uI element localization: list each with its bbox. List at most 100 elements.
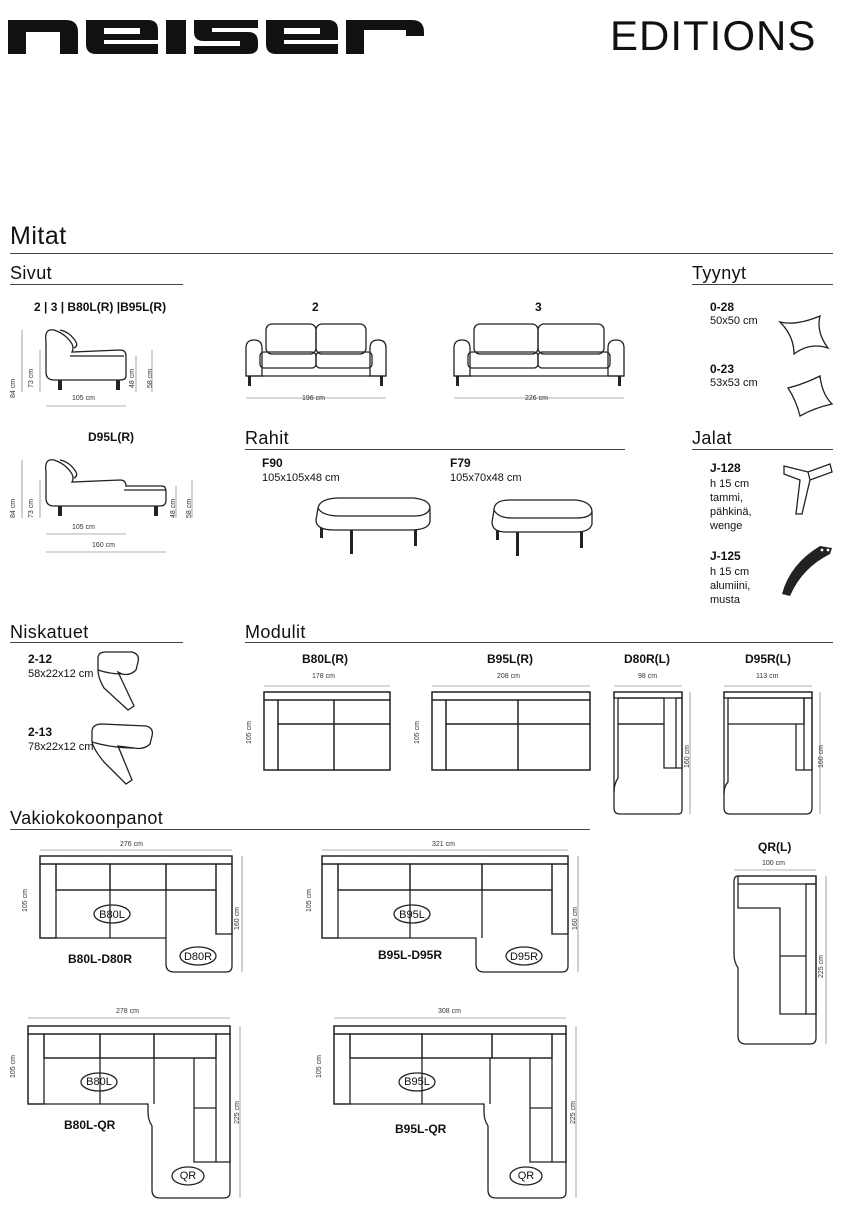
dim-73: 73 cm	[28, 368, 35, 388]
leg-line: wenge	[710, 520, 743, 532]
combo-width: 308 cm	[438, 1008, 461, 1015]
sofa-3-title: 3	[535, 300, 542, 314]
divider	[692, 284, 833, 285]
dim-84: 84 cm	[10, 498, 17, 518]
module-depth: 160 cm	[684, 745, 691, 768]
combo-width: 278 cm	[116, 1008, 139, 1015]
combo-depth: 105 cm	[316, 1055, 323, 1078]
pillow-size: 53x53 cm	[710, 377, 758, 389]
section-tyynyt: Tyynyt	[692, 263, 747, 283]
module-width: 208 cm	[497, 673, 520, 680]
qr-title: QR(L)	[758, 840, 792, 854]
combo-depth: 105 cm	[306, 889, 313, 912]
dim-84: 84 cm	[10, 378, 17, 398]
d95-title: D95L(R)	[88, 430, 135, 444]
module-label: QR	[517, 1170, 535, 1182]
headrest-size: 58x22x12 cm	[28, 668, 94, 680]
combo-name: B80L-D80R	[68, 952, 133, 966]
module-code: B80L(R)	[302, 652, 349, 666]
dim-160: 160 cm	[92, 542, 115, 549]
section-niskatuet: Niskatuet	[10, 622, 89, 642]
section-rahit: Rahit	[245, 428, 290, 448]
ottoman-code: F90	[262, 456, 283, 470]
dim-105: 105 cm	[72, 395, 95, 402]
pillow-code: 0-23	[710, 362, 735, 376]
headrest-212-drawing	[97, 651, 140, 711]
dim-58: 58 cm	[147, 368, 154, 388]
divider	[10, 284, 183, 285]
section-vakio: Vakiokokoonpanot	[10, 808, 164, 828]
leg-line: pähkinä,	[710, 506, 752, 518]
combo-b80l-qr-drawing	[27, 1017, 241, 1199]
ottoman-f79-drawing	[491, 499, 593, 556]
module-code: D95R(L)	[745, 652, 792, 666]
qr-width: 100 cm	[762, 860, 785, 867]
dim-48: 48 cm	[170, 498, 177, 518]
qr-depth: 225 cm	[818, 955, 825, 978]
leg-line: h 15 cm	[710, 566, 750, 578]
pillow-drawing	[786, 375, 834, 417]
section-modulit: Modulit	[245, 622, 306, 642]
combo-width: 276 cm	[120, 841, 143, 848]
module-label: B95L	[404, 1076, 430, 1088]
module-b80-drawing	[263, 685, 391, 771]
dim-196: 196 cm	[302, 395, 325, 402]
divider	[10, 829, 590, 830]
combo-depth: 105 cm	[22, 889, 29, 912]
dim-73: 73 cm	[28, 498, 35, 518]
ottoman-size: 105x70x48 cm	[450, 472, 522, 484]
module-code: B95L(R)	[487, 652, 534, 666]
divider	[245, 642, 833, 643]
ottoman-f90-drawing	[315, 497, 431, 554]
module-b95-drawing	[431, 685, 591, 771]
combo-width: 321 cm	[432, 841, 455, 848]
pillow-code: 0-28	[710, 300, 735, 314]
divider	[10, 642, 183, 643]
module-label: QR	[179, 1170, 197, 1182]
dim-58: 58 cm	[186, 498, 193, 518]
module-width: 113 cm	[756, 673, 779, 680]
d95-profile-drawing	[21, 459, 193, 553]
module-code: D80R(L)	[624, 652, 671, 666]
combo-b80l-d80r-drawing	[39, 849, 243, 973]
combo-depth-2: 225 cm	[234, 1101, 241, 1124]
combo-name: B95L-D95R	[378, 948, 443, 962]
side-profile-drawing	[21, 329, 153, 407]
ottoman-size: 105x105x48 cm	[262, 472, 340, 484]
module-depth: 160 cm	[818, 745, 825, 768]
module-label: B95L	[399, 909, 425, 921]
divider	[245, 449, 625, 450]
neiser-logo	[8, 20, 424, 54]
module-width: 98 cm	[638, 673, 658, 680]
ottoman-code: F79	[450, 456, 471, 470]
headrest-code: 2-12	[28, 652, 53, 666]
module-d95-drawing	[723, 685, 821, 815]
combo-name: B95L-QR	[395, 1122, 447, 1136]
leg-line: musta	[710, 594, 740, 606]
dim-226: 226 cm	[525, 395, 548, 402]
leg-line: tammi,	[710, 492, 743, 504]
pillow-drawing	[777, 314, 830, 356]
leg-line: h 15 cm	[710, 478, 750, 490]
combo-depth-2: 160 cm	[234, 907, 241, 930]
divider	[10, 253, 833, 254]
leg-j128-drawing	[783, 463, 833, 515]
divider	[692, 449, 833, 450]
section-jalat: Jalat	[692, 428, 733, 448]
combo-depth: 105 cm	[10, 1055, 17, 1078]
leg-line: alumiini,	[710, 580, 751, 592]
dim-105: 105 cm	[72, 524, 95, 531]
leg-code: J-125	[710, 549, 741, 563]
dim-48: 48 cm	[129, 368, 136, 388]
module-d80-drawing	[613, 685, 691, 815]
side-title: 2 | 3 | B80L(R) |B95L(R)	[34, 300, 167, 314]
combo-name: B80L-QR	[64, 1118, 116, 1132]
sofa-3-drawing	[453, 323, 625, 399]
combo-b95l-d95r-drawing	[321, 849, 579, 973]
module-label: D95R	[509, 951, 539, 963]
pillow-size: 50x50 cm	[710, 315, 758, 327]
module-label: B80L	[86, 1076, 112, 1088]
headrest-213-drawing	[91, 723, 154, 785]
module-label: D80R	[183, 951, 213, 963]
combo-depth-2: 225 cm	[570, 1101, 577, 1124]
